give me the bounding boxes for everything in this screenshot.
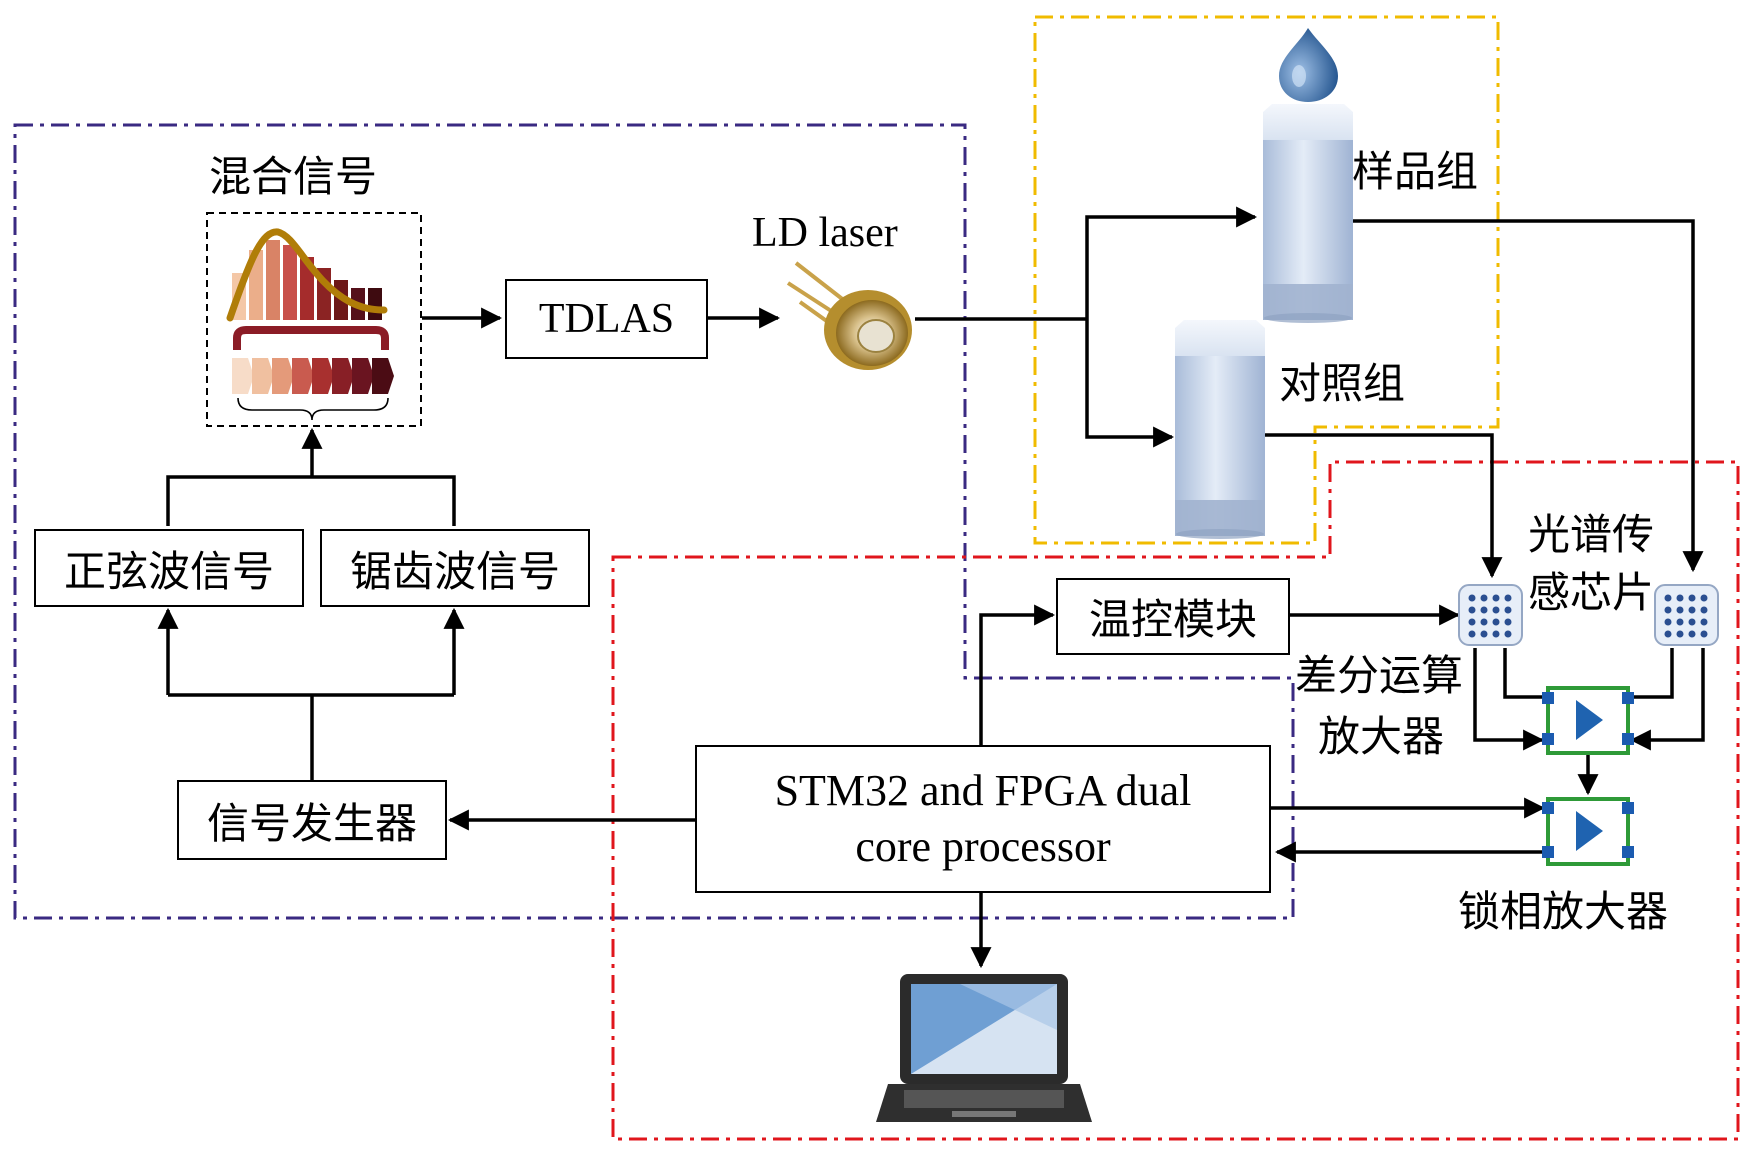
- mixed-signal-frame: [206, 212, 422, 427]
- diff-amp-label-line1: 差分运算: [1295, 651, 1464, 700]
- processor-label-line1: STM32 and FPGA dual: [774, 766, 1192, 815]
- yellow-region: [1033, 15, 1500, 545]
- mixed-signal-label: 混合信号: [209, 152, 378, 201]
- sample-cuvette-icon: [1263, 104, 1353, 323]
- sine-wave-box: 正弦波信号: [34, 529, 304, 607]
- temp-module-box: 温控模块: [1056, 578, 1290, 655]
- temp-module-label: 温控模块: [1088, 595, 1257, 644]
- tdlas-box: TDLAS: [505, 279, 708, 359]
- sensor-chip-icon: [1458, 584, 1523, 646]
- diff-amp-label-line2: 放大器: [1318, 712, 1445, 761]
- processor-box: STM32 and FPGA dual core processor: [695, 745, 1271, 893]
- amplifier-icon: [1542, 686, 1634, 755]
- spectral-chip-label-line1: 光谱传: [1528, 510, 1655, 559]
- sensor-chip-icon: [1654, 584, 1719, 646]
- waveform-bars-icon: [226, 228, 394, 421]
- amplifier-icon: [1542, 797, 1634, 866]
- control-cuvette-icon: [1175, 320, 1265, 539]
- connectors: [157, 206, 1705, 969]
- spectral-chip-label-line2: 感芯片: [1528, 568, 1655, 617]
- processor-label-line2: core processor: [855, 822, 1111, 871]
- sine-wave-label: 正弦波信号: [63, 546, 274, 596]
- sawtooth-wave-label: 锯齿波信号: [349, 546, 560, 596]
- laser-diode-icon: [786, 261, 912, 370]
- control-group-label: 对照组: [1279, 359, 1406, 408]
- laptop-icon: [876, 974, 1092, 1122]
- signal-generator-label: 信号发生器: [206, 798, 417, 848]
- sample-group-label: 样品组: [1352, 147, 1479, 196]
- purple-region: [13, 123, 1295, 920]
- droplet-icon: [1279, 28, 1338, 102]
- ld-laser-label: LD laser: [752, 210, 898, 256]
- lockin-amp-label: 锁相放大器: [1458, 887, 1669, 936]
- signal-generator-box: 信号发生器: [177, 780, 447, 860]
- tdlas-label: TDLAS: [538, 296, 675, 342]
- sawtooth-wave-box: 锯齿波信号: [320, 529, 590, 607]
